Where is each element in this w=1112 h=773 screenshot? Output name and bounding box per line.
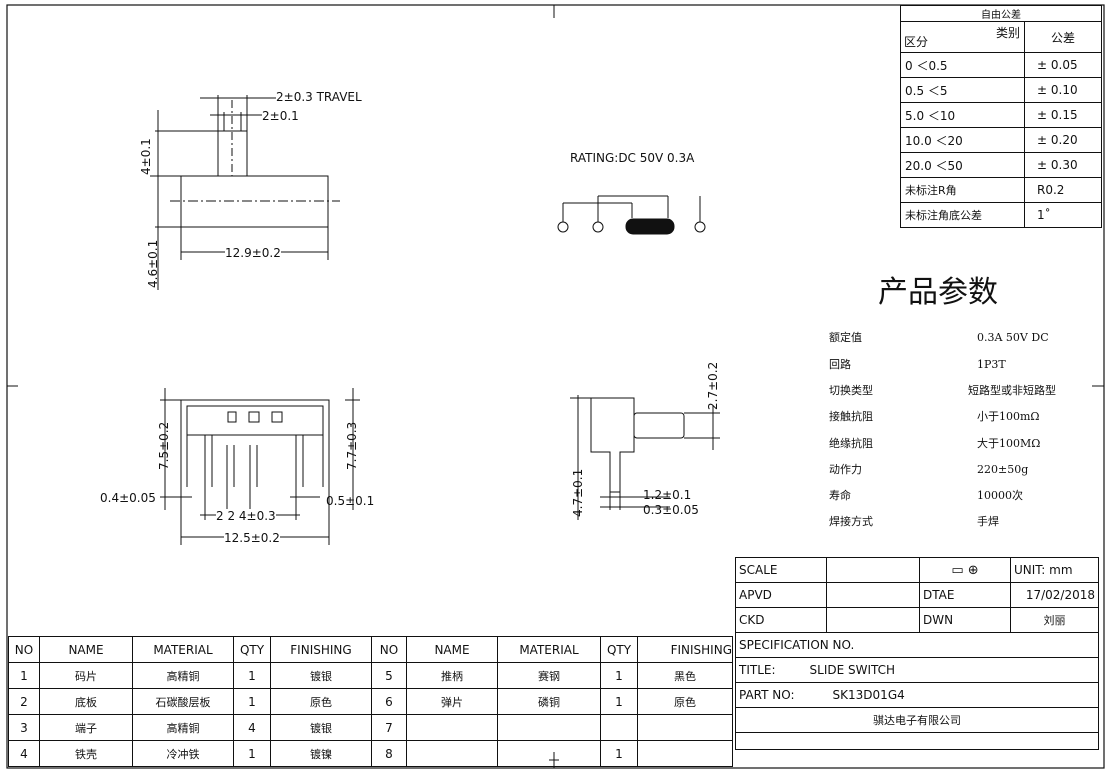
tol-value: 1˚ [1024, 202, 1102, 228]
rating-label: RATING:DC 50V 0.3A [570, 151, 695, 165]
header-tol: 公差 [1024, 21, 1102, 53]
bom-header: NO NAME MATERIAL QTY FINISHING NO NAME M… [8, 636, 733, 663]
tol-value: ± 0.20 [1024, 127, 1102, 153]
tol-value: R0.2 [1024, 177, 1102, 203]
part-label: PART NO: [739, 688, 795, 702]
bom-table: NO NAME MATERIAL QTY FINISHING NO NAME M… [8, 636, 733, 767]
top-view [150, 95, 340, 290]
dwn-name: 刘丽 [1010, 607, 1099, 633]
tol-range: 未标注角底公差 [900, 202, 1025, 228]
param-label: 寿命 [829, 489, 851, 502]
tolerance-header-cell: 类别 区分 [900, 21, 1025, 53]
tol-range: 20.0 ＜50 [900, 152, 1025, 178]
view-symbol: ▭ ⊕ [919, 557, 1011, 583]
title-row: TITLE: SLIDE SWITCH [735, 657, 1099, 683]
body-width-dim: 12.9±0.2 [225, 246, 281, 260]
pin-thick-dim: 0.3±0.05 [643, 503, 699, 517]
unit-label: UNIT: mm [1010, 557, 1099, 583]
param-label: 切换类型 [829, 384, 873, 397]
title-value: SLIDE SWITCH [809, 663, 896, 677]
dtae-label: DTAE [919, 582, 1011, 608]
param-value: 短路型或非短路型 [968, 384, 1056, 397]
param-value: 大于100MΩ [977, 437, 1041, 450]
param-label: 接触抗阻 [829, 410, 873, 423]
part-row: PART NO: SK13D01G4 [735, 682, 1099, 708]
front-view [160, 388, 360, 545]
param-value: 10000次 [977, 489, 1023, 502]
tolerance-title: 自由公差 [900, 5, 1102, 22]
tolerance-table: 自由公差 类别 区分 公差 0 ＜0.5± 0.05 0.5 ＜5± 0.10 … [900, 5, 1102, 228]
tol-range: 10.0 ＜20 [900, 127, 1025, 153]
scale-label: SCALE [735, 557, 827, 583]
knob-height-dim: 4±0.1 [139, 138, 153, 175]
date-value: 17/02/2018 [1010, 582, 1099, 608]
pitch-dim: 2 2 4±0.3 [216, 509, 276, 523]
param-value: 小于100mΩ [977, 410, 1040, 423]
apvd-label: APVD [735, 582, 827, 608]
spec-no: SPECIFICATION NO. [735, 632, 1099, 658]
tol-value: ± 0.30 [1024, 152, 1102, 178]
rating-schematic [557, 195, 706, 235]
header-section: 区分 [904, 35, 929, 49]
tol-value: ± 0.05 [1024, 52, 1102, 78]
param-label: 回路 [829, 358, 851, 371]
part-value: SK13D01G4 [832, 688, 905, 702]
tol-range: 0 ＜0.5 [900, 52, 1025, 78]
title-label: TITLE: [739, 663, 776, 677]
pin-width-dim: 1.2±0.1 [643, 488, 692, 502]
tol-value: ± 0.15 [1024, 102, 1102, 128]
side-view [570, 395, 720, 520]
param-label: 焊接方式 [829, 515, 873, 528]
right-height-dim: 7.7±0.3 [345, 421, 359, 470]
pin-right-dim: 0.5±0.1 [326, 494, 375, 508]
title-block: SCALE ▭ ⊕ UNIT: mm APVD DTAE 17/02/2018 … [735, 557, 1099, 750]
param-label: 额定值 [829, 331, 862, 344]
header-type: 类别 [995, 26, 1020, 40]
tol-range: 0.5 ＜5 [900, 77, 1025, 103]
left-height-dim: 7.5±0.2 [157, 421, 171, 470]
param-value: 0.3A 50V DC [977, 331, 1049, 344]
body-height-dim: 4.6±0.1 [146, 239, 160, 288]
dwn-label: DWN [919, 607, 1011, 633]
tol-range: 未标注R角 [900, 177, 1025, 203]
param-value: 220±50g [977, 463, 1029, 476]
param-label: 动作力 [829, 463, 862, 476]
tol-range: 5.0 ＜10 [900, 102, 1025, 128]
params-title: 产品参数 [878, 275, 998, 310]
side-knob-dim: 2.7±0.2 [706, 361, 720, 410]
company-name: 骐达电子有限公司 [735, 707, 1099, 733]
side-body-dim: 4.7±0.1 [571, 468, 585, 517]
ckd-label: CKD [735, 607, 827, 633]
travel-dim: 2±0.3 TRAVEL [276, 90, 362, 104]
front-width-dim: 12.5±0.2 [224, 531, 280, 545]
knob-width-dim: 2±0.1 [262, 109, 299, 123]
tol-value: ± 0.10 [1024, 77, 1102, 103]
param-value: 手焊 [977, 515, 999, 528]
pin-left-dim: 0.4±0.05 [100, 491, 156, 505]
param-value: 1P3T [977, 358, 1006, 371]
param-label: 绝缘抗阻 [829, 437, 873, 450]
